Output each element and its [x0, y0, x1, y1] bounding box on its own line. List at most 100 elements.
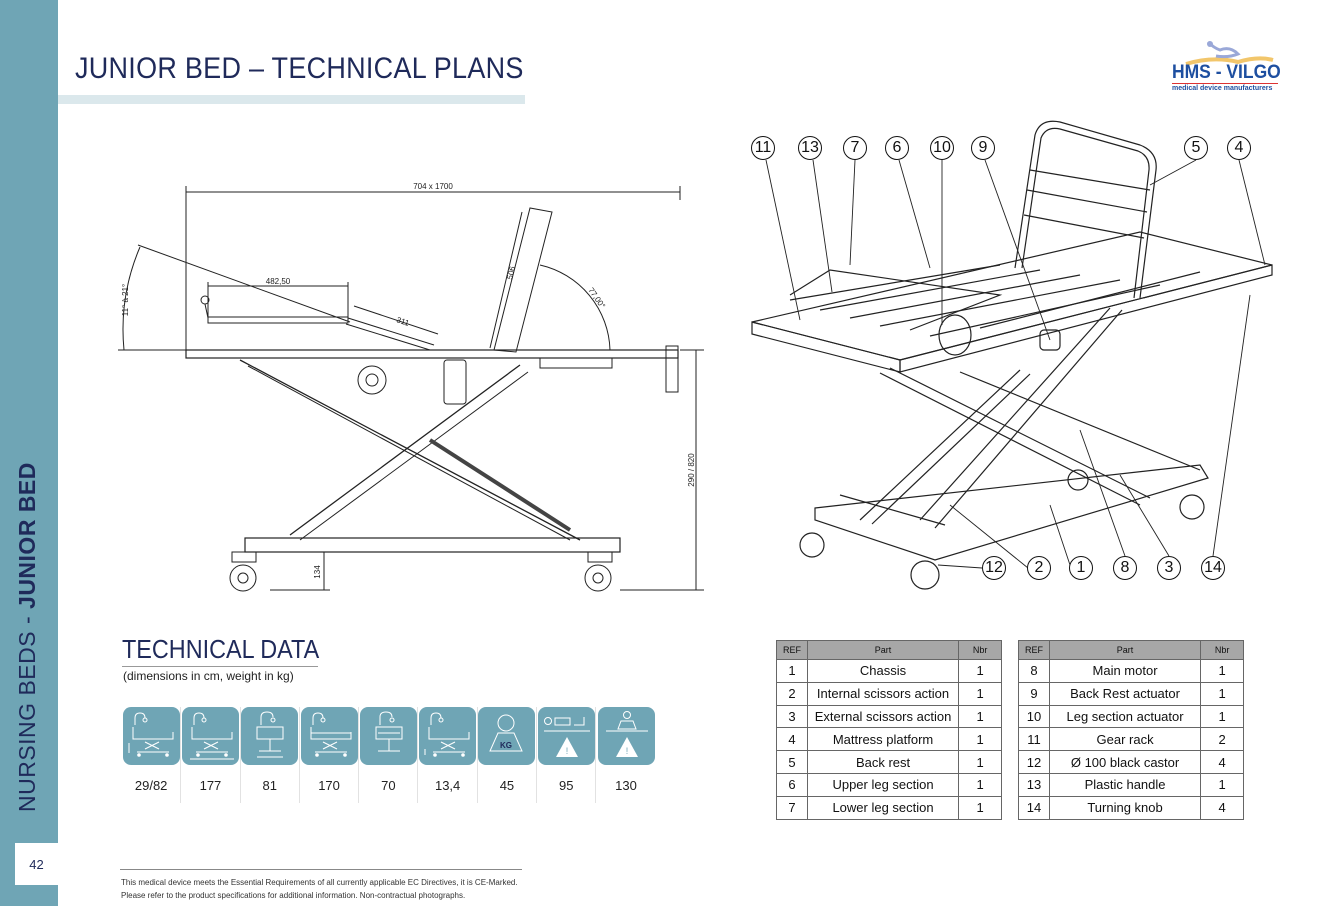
table-cell: 1 — [1200, 681, 1244, 706]
tech-item: !130 — [596, 707, 655, 803]
callout-7: 7 — [843, 136, 867, 160]
table-cell: 9 — [1018, 681, 1050, 706]
callout-11: 11 — [751, 136, 775, 160]
tech-value: 177 — [199, 778, 222, 793]
table-cell: 1 — [1200, 772, 1244, 797]
logo-wordmark: HMS - VILGO — [1172, 62, 1281, 83]
page-title: JUNIOR BED – TECHNICAL PLANS — [75, 52, 524, 85]
mattress-length-icon — [300, 707, 358, 765]
table-cell: 10 — [1018, 704, 1050, 729]
column-header: Part — [1048, 640, 1202, 660]
table-cell: 5 — [776, 750, 808, 774]
table-cell: 8 — [1018, 659, 1050, 683]
castor-right — [584, 551, 613, 592]
tech-item: 13,4 — [418, 707, 478, 803]
table-cell: Chassis — [806, 659, 960, 683]
table-cell: Main motor — [1048, 659, 1202, 683]
logo-figure-icon — [1185, 40, 1274, 66]
technical-data-title: TECHNICAL DATA — [122, 634, 320, 664]
table-cell: 1 — [958, 681, 1002, 706]
safe-load-icon: ! — [537, 707, 595, 765]
tech-item: 177 — [181, 707, 241, 803]
table-cell: 1 — [958, 795, 1002, 820]
column-header: Nbr — [958, 640, 1002, 660]
table-cell: 11 — [1018, 727, 1050, 752]
table-cell: 4 — [776, 727, 808, 752]
column-header: Nbr — [1200, 640, 1244, 660]
tech-value: 13,4 — [434, 778, 461, 793]
overall-width-icon — [241, 707, 299, 765]
technical-data-subtitle: (dimensions in cm, weight in kg) — [123, 669, 294, 683]
table-cell: 12 — [1018, 750, 1050, 774]
table-cell: External scissors action — [806, 704, 960, 729]
column-header: Part — [806, 640, 960, 660]
table-cell: 1 — [776, 659, 808, 683]
dim-tilt: 11° à 21° — [121, 284, 130, 317]
table-cell: 3 — [776, 704, 808, 729]
table-cell: 14 — [1018, 795, 1050, 820]
tech-item: 170 — [300, 707, 360, 803]
dim-height: 290 / 820 — [687, 453, 696, 487]
callout-5: 5 — [1184, 136, 1208, 160]
table-cell: 2 — [776, 681, 808, 706]
sidebar — [0, 0, 58, 906]
callout-13: 13 — [798, 136, 822, 160]
technical-data-rule — [122, 666, 318, 667]
table-cell: Upper leg section — [806, 772, 960, 797]
dim-backrest: 506 — [505, 265, 517, 281]
dim-back-section: 482,50 — [266, 277, 291, 286]
callout-8: 8 — [1113, 556, 1137, 580]
svg-text:!: ! — [565, 746, 568, 756]
tech-value: 45 — [499, 778, 515, 793]
tech-item: !95 — [537, 707, 597, 803]
logo: HMS - VILGO medical device manufacturers — [1168, 38, 1283, 98]
table-cell: 1 — [958, 659, 1002, 683]
footer-note: This medical device meets the Essential … — [121, 876, 518, 902]
table-cell: 6 — [776, 772, 808, 797]
table-cell: 1 — [958, 727, 1002, 752]
tech-item: 70 — [359, 707, 419, 803]
callout-2: 2 — [1027, 556, 1051, 580]
footer-line-2: Please refer to the product specificatio… — [121, 891, 466, 900]
tech-item: 29/82 — [122, 707, 182, 803]
table-cell: Internal scissors action — [806, 681, 960, 706]
table-cell: 1 — [958, 750, 1002, 774]
table-cell: 1 — [1200, 704, 1244, 729]
table-cell: 4 — [1200, 795, 1244, 820]
mattress-width-icon — [359, 707, 417, 765]
column-header: REF — [1018, 640, 1050, 660]
table-cell: 4 — [1200, 750, 1244, 774]
dim-clearance: 134 — [313, 565, 322, 579]
table-cell: 1 — [958, 772, 1002, 797]
callout-1: 1 — [1069, 556, 1093, 580]
tech-value: 130 — [615, 778, 637, 793]
tech-value: 29/82 — [134, 778, 168, 793]
callout-14: 14 — [1201, 556, 1225, 580]
tech-value: 170 — [318, 778, 340, 793]
callout-6: 6 — [885, 136, 909, 160]
castors — [799, 469, 1205, 590]
ground-clearance-icon — [419, 707, 477, 765]
table-cell: Ø 100 black castor — [1048, 750, 1202, 774]
callout-9: 9 — [971, 136, 995, 160]
tech-value: 70 — [381, 778, 396, 793]
callout-10: 10 — [930, 136, 954, 160]
castor-left — [229, 551, 257, 592]
callout-12: 12 — [982, 556, 1006, 580]
